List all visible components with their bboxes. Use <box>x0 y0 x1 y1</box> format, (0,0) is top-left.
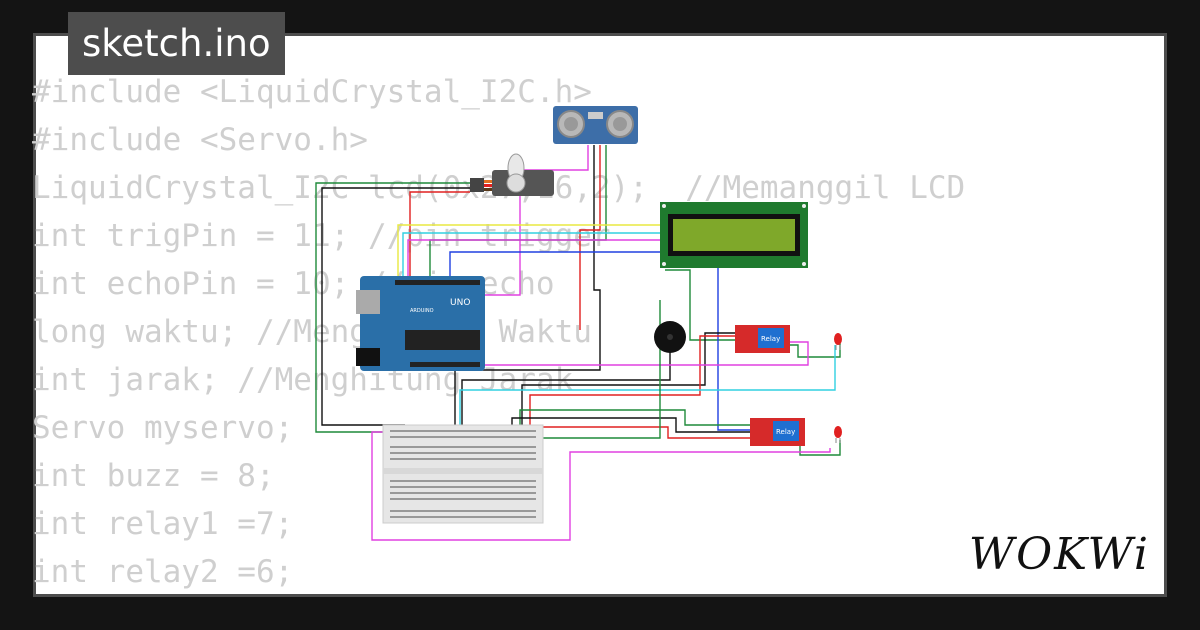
wire-yellow <box>397 224 665 290</box>
relay-1-label: Relay <box>761 335 780 343</box>
wire-red <box>500 426 750 439</box>
wire-black <box>321 187 470 426</box>
code-line: int trigPin = 11; //pin trigger <box>32 218 611 254</box>
code-line: #include <Servo.h> <box>32 122 368 158</box>
arduino-uno-board[interactable]: UNO ARDUINO <box>356 276 485 371</box>
wire-magenta <box>485 145 589 296</box>
wokwi-logo: WOKWi <box>968 529 1150 580</box>
wire-red <box>529 335 735 430</box>
file-tab[interactable]: sketch.ino <box>68 12 285 75</box>
code-line: Servo myservo; <box>32 410 294 446</box>
code-line: int relay1 =7; <box>32 506 294 542</box>
wire-green <box>519 409 750 430</box>
wire-red <box>579 145 601 330</box>
wire-cyan <box>402 232 665 285</box>
relay-module-1[interactable]: Relay <box>735 325 790 353</box>
wire-magenta <box>371 431 831 541</box>
buzzer[interactable] <box>654 321 686 353</box>
servo-motor[interactable] <box>470 153 554 196</box>
relay-module-2[interactable]: Relay <box>750 418 805 446</box>
arduino-brand-label: ARDUINO <box>410 308 434 314</box>
code-background: #include <LiquidCrystal_I2C.h> #include <… <box>32 68 965 596</box>
wire-black <box>454 145 601 435</box>
code-line: long waktu; //Menghitung Waktu <box>32 314 592 350</box>
led-red-1[interactable] <box>834 333 842 350</box>
wire-green <box>665 269 735 341</box>
wire-black <box>521 332 735 430</box>
wire-cyan <box>459 345 836 430</box>
wire-black <box>511 417 750 433</box>
relay-2-label: Relay <box>776 428 795 436</box>
wire-black <box>461 345 671 430</box>
wire-green <box>315 182 470 433</box>
lcd-display[interactable] <box>660 202 808 268</box>
code-line: int jarak; //Menghitung Jarak <box>32 362 574 398</box>
code-line: int relay2 =6; <box>32 554 294 590</box>
wire-red <box>409 191 470 280</box>
wire-magenta <box>407 239 665 280</box>
ultrasonic-sensor[interactable] <box>553 106 638 144</box>
led-red-2[interactable] <box>834 426 842 443</box>
code-line: int buzz = 8; <box>32 458 275 494</box>
breadboard[interactable] <box>382 424 544 524</box>
wire-green <box>790 340 841 358</box>
code-line: #include <LiquidCrystal_I2C.h> <box>32 74 592 110</box>
arduino-uno-label: UNO <box>450 298 470 308</box>
wire-green <box>799 439 841 456</box>
